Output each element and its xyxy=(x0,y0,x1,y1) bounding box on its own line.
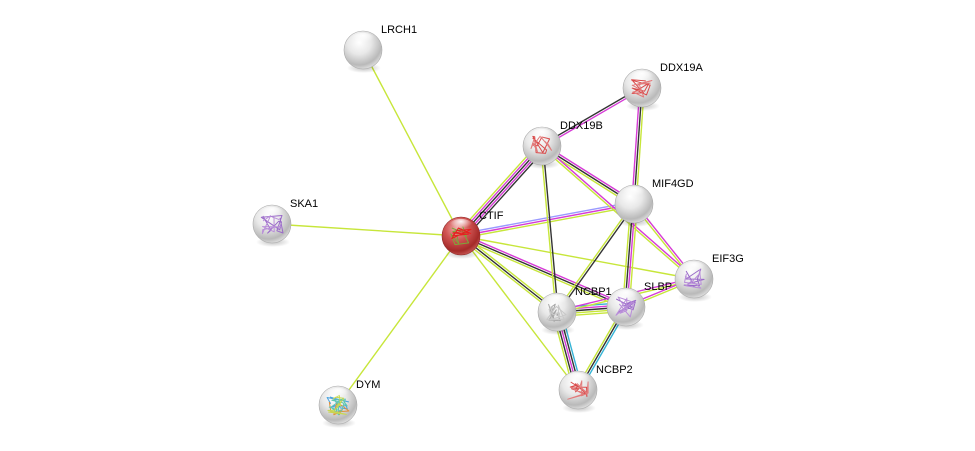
edge-strand-textmining xyxy=(460,235,695,280)
node-label: SKA1 xyxy=(290,198,318,210)
protein-structure-icon xyxy=(450,226,472,246)
node-slbp[interactable]: SLBP xyxy=(606,281,672,330)
structure-trace xyxy=(546,304,567,321)
edge-ctif-ddx19b[interactable] xyxy=(457,142,546,240)
edge-ctif-ncbp2[interactable] xyxy=(460,235,579,391)
edge-strand-textmining xyxy=(460,235,579,391)
edge-strand-textmining xyxy=(459,237,557,315)
node-label: DDX19A xyxy=(660,62,703,74)
node-dym[interactable]: DYM xyxy=(318,379,380,428)
edge-ctif-dym[interactable] xyxy=(337,235,462,406)
node-label: DDX19B xyxy=(560,120,603,132)
node-ddx19b[interactable]: DDX19B xyxy=(522,120,603,169)
node-label: SLBP xyxy=(644,281,672,293)
node-label: DYM xyxy=(356,379,380,391)
edge-strand-textmining xyxy=(540,146,557,313)
node-lrch1[interactable]: LRCH1 xyxy=(343,24,417,73)
node-highlight xyxy=(545,294,569,309)
node-label: LRCH1 xyxy=(381,24,417,36)
structure-trace xyxy=(567,380,589,400)
node-ncbp2[interactable]: NCBP2 xyxy=(558,364,633,413)
node-highlight xyxy=(614,289,638,304)
edge-ddx19b-ncbp1[interactable] xyxy=(540,145,559,313)
edge-ctif-slbp[interactable] xyxy=(459,233,628,310)
structure-trace xyxy=(260,215,284,234)
edge-strand-experiments xyxy=(458,144,541,235)
node-label: NCBP1 xyxy=(575,286,612,298)
node-highlight xyxy=(326,387,350,402)
node-highlight xyxy=(530,128,554,143)
protein-structure-icon xyxy=(546,303,567,323)
node-ctif[interactable]: CTIF xyxy=(441,210,504,259)
edge-strand-coexpression xyxy=(460,235,627,308)
node-eif3g[interactable]: EIF3G xyxy=(674,253,744,302)
structure-trace xyxy=(530,135,552,153)
node-highlight xyxy=(622,186,646,201)
node-highlight xyxy=(682,261,706,276)
edge-strand-textmining xyxy=(362,49,462,237)
node-highlight xyxy=(566,372,590,387)
edge-strand-textmining xyxy=(459,237,626,310)
structure-trace xyxy=(328,398,348,416)
edge-strand-textmining xyxy=(461,233,559,311)
node-highlight xyxy=(630,70,654,85)
node-ncbp1[interactable]: NCBP1 xyxy=(537,286,612,335)
edge-ctif-lrch1[interactable] xyxy=(362,49,462,237)
node-label: NCBP2 xyxy=(596,364,633,376)
node-ddx19a[interactable]: DDX19A xyxy=(622,62,703,111)
edge-strand-textmining xyxy=(337,235,462,406)
node-label: MIF4GD xyxy=(652,178,694,190)
node-mif4gd[interactable]: MIF4GD xyxy=(614,178,694,227)
node-highlight xyxy=(260,206,284,221)
structure-trace xyxy=(451,227,472,240)
edge-strand-coexpression xyxy=(460,235,558,313)
edge-ctif-ska1[interactable] xyxy=(271,223,462,237)
edge-strand-textmining xyxy=(271,223,462,237)
node-label: CTIF xyxy=(479,210,504,222)
edge-strand-coexpression xyxy=(460,145,543,237)
edge-ctif-eif3g[interactable] xyxy=(460,235,695,280)
node-ska1[interactable]: SKA1 xyxy=(252,198,318,247)
node-highlight xyxy=(351,32,375,47)
edge-strand-coexpression xyxy=(542,145,559,312)
edge-ctif-ncbp1[interactable] xyxy=(459,233,559,315)
edge-strand-experiments xyxy=(461,233,628,306)
node-highlight xyxy=(449,218,473,233)
edge-strand-textmining xyxy=(457,142,540,234)
node-label: EIF3G xyxy=(712,253,744,265)
